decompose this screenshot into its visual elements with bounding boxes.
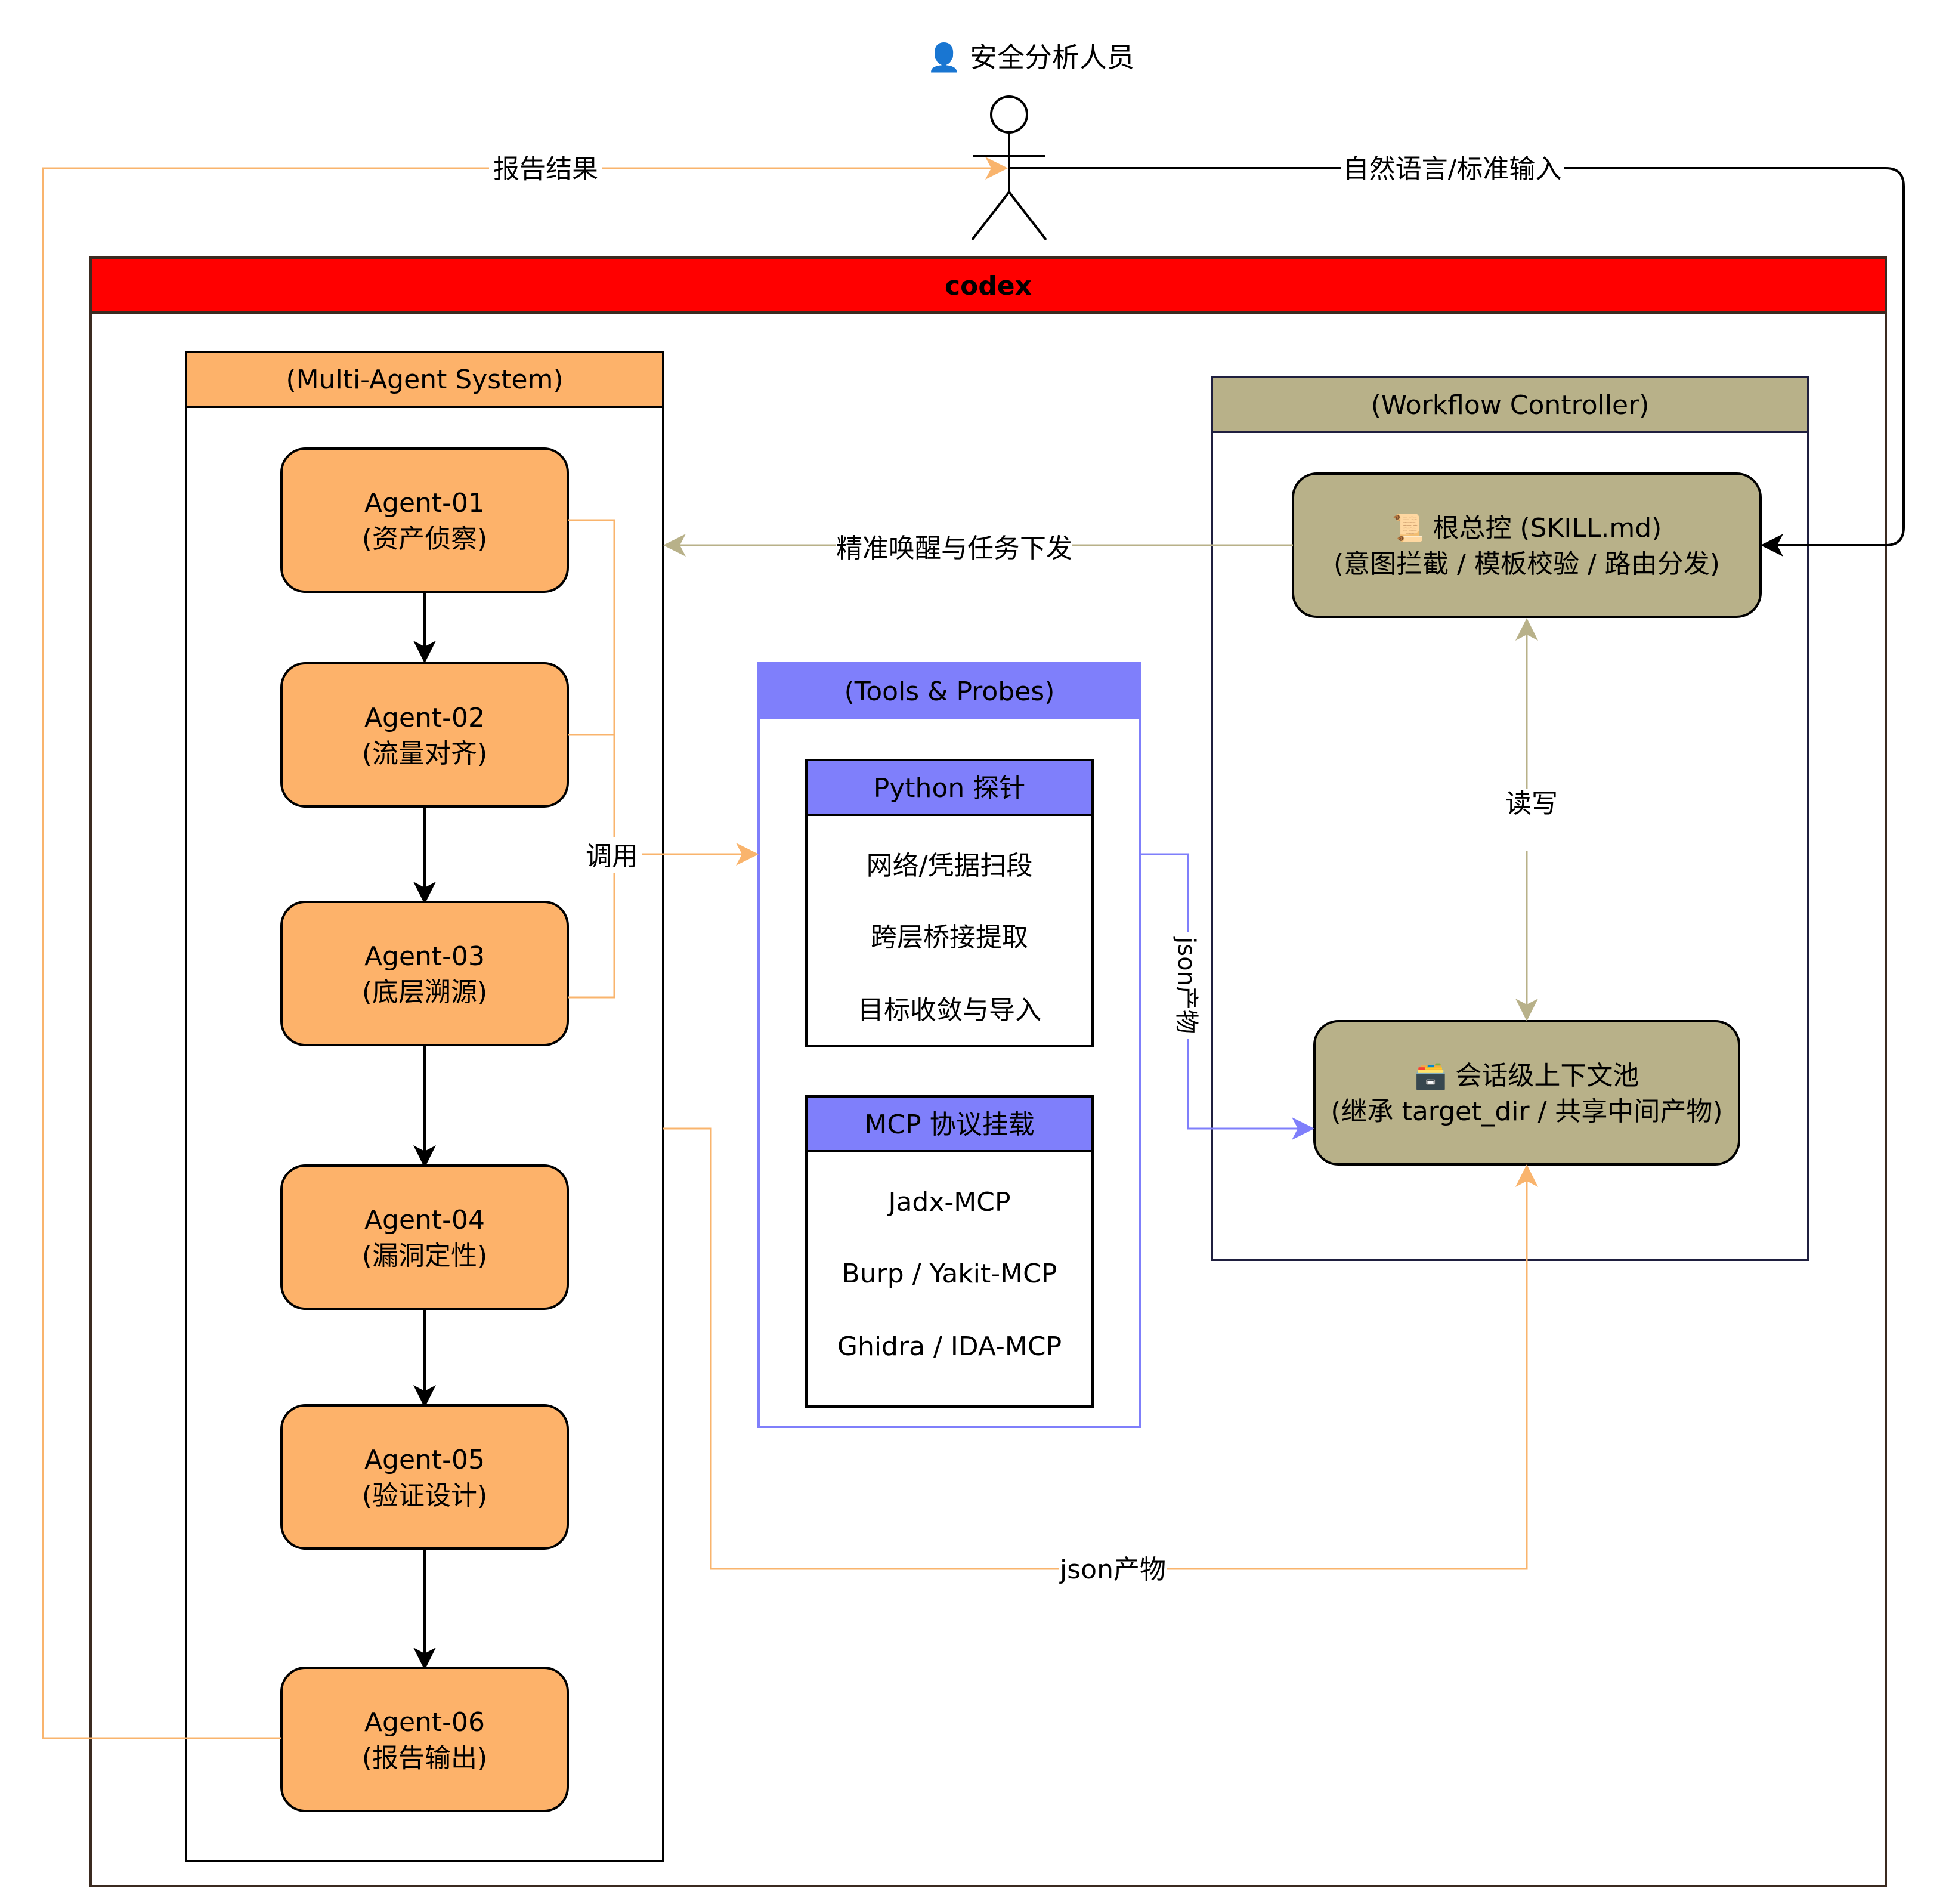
edge-natural-input-label: 自然语言/标准输入 bbox=[1343, 154, 1562, 184]
root-controller-line1: 📜 根总控 (SKILL.md) bbox=[1392, 513, 1662, 543]
workflow-title: (Workflow Controller) bbox=[1371, 390, 1650, 421]
edge-report-result: 报告结果 bbox=[42, 150, 1008, 1739]
edge-wake-dispatch: 精准唤醒与任务下发 bbox=[663, 530, 1293, 565]
agent-02-role: (流量对齐) bbox=[362, 738, 487, 769]
edge-invoke-label: 调用 bbox=[586, 841, 638, 871]
edge-wake-dispatch-label: 精准唤醒与任务下发 bbox=[836, 533, 1072, 564]
actor-left-leg bbox=[971, 191, 1010, 241]
agent-04-name: Agent-04 bbox=[364, 1205, 485, 1235]
actor-security-analyst[interactable]: 👤 安全分析人员 bbox=[927, 41, 1134, 241]
python-probe-item-1: 网络/凭据扫段 bbox=[867, 851, 1033, 881]
agent-03-name: Agent-03 bbox=[364, 941, 485, 972]
edge-natural-input: 自然语言/标准输入 bbox=[1009, 150, 1905, 557]
edge-json-output-agents: json产物 bbox=[663, 1127, 1538, 1588]
codex-title: codex bbox=[945, 271, 1032, 301]
edge-json-output-tools-label: json产物 bbox=[1173, 936, 1200, 1034]
workflow-header bbox=[1211, 376, 1809, 433]
agent-02-name: Agent-02 bbox=[364, 703, 485, 733]
mcp-item-1: Jadx-MCP bbox=[886, 1187, 1010, 1217]
root-controller-node[interactable]: 📜 根总控 (SKILL.md) (意图拦截 / 模板校验 / 路由分发) bbox=[1292, 472, 1762, 618]
actor-label: 👤 安全分析人员 bbox=[927, 41, 1134, 73]
actor-right-leg bbox=[1008, 191, 1047, 241]
agent-03[interactable]: Agent-03 (底层溯源) bbox=[280, 901, 569, 1046]
python-probe-title: Python 探针 bbox=[874, 773, 1026, 803]
agent-04-role: (漏洞定性) bbox=[362, 1241, 487, 1271]
edge-report-result-label: 报告结果 bbox=[493, 154, 598, 184]
agent-01-role: (资产侦察) bbox=[362, 524, 487, 554]
mcp-item-3: Ghidra / IDA-MCP bbox=[837, 1331, 1062, 1362]
session-context-line1: 🗃️ 会话级上下文池 bbox=[1415, 1061, 1639, 1091]
agent-05[interactable]: Agent-05 (验证设计) bbox=[280, 1404, 569, 1550]
codex-header bbox=[89, 256, 1887, 314]
actor-head bbox=[990, 95, 1028, 134]
agent-05-name: Agent-05 bbox=[364, 1445, 485, 1475]
session-context-line2: (继承 target_dir / 共享中间产物) bbox=[1331, 1096, 1722, 1127]
root-controller-line2: (意图拦截 / 模板校验 / 路由分发) bbox=[1334, 549, 1720, 579]
edge-json-output-tools: json产物 bbox=[1140, 853, 1314, 1140]
edge-json-output-agents-label: json产物 bbox=[1059, 1554, 1166, 1585]
mcp-mount-title: MCP 协议挂载 bbox=[864, 1109, 1034, 1140]
agent-06-name: Agent-06 bbox=[364, 1707, 485, 1738]
tools-title: (Tools & Probes) bbox=[844, 676, 1055, 707]
session-context-node[interactable]: 🗃️ 会话级上下文池 (继承 target_dir / 共享中间产物) bbox=[1313, 1020, 1740, 1166]
edge-read-write: 读写 bbox=[1505, 618, 1558, 1021]
agent-06-role: (报告输出) bbox=[362, 1743, 487, 1773]
mcp-mount-box[interactable]: MCP 协议挂载 Jadx-MCP Burp / Yakit-MCP Ghidr… bbox=[805, 1095, 1094, 1408]
agent-04[interactable]: Agent-04 (漏洞定性) bbox=[280, 1164, 569, 1310]
agent-01[interactable]: Agent-01 (资产侦察) bbox=[280, 447, 569, 593]
python-probe-box[interactable]: Python 探针 网络/凭据扫段 跨层桥接提取 目标收敛与导入 bbox=[805, 759, 1094, 1047]
python-probe-item-2: 跨层桥接提取 bbox=[871, 922, 1028, 953]
mas-title: (Multi-Agent System) bbox=[286, 364, 563, 395]
agent-06[interactable]: Agent-06 (报告输出) bbox=[280, 1667, 569, 1812]
agent-03-role: (底层溯源) bbox=[362, 977, 487, 1007]
agent-05-role: (验证设计) bbox=[362, 1480, 487, 1511]
agent-01-name: Agent-01 bbox=[364, 488, 485, 518]
edge-read-write-label: 读写 bbox=[1505, 789, 1558, 819]
tools-header bbox=[757, 662, 1141, 719]
agent-02[interactable]: Agent-02 (流量对齐) bbox=[280, 662, 569, 808]
mcp-item-2: Burp / Yakit-MCP bbox=[842, 1259, 1057, 1289]
edge-invoke: 调用 bbox=[568, 519, 759, 999]
mas-header bbox=[185, 351, 664, 408]
python-probe-item-3: 目标收敛与导入 bbox=[858, 995, 1041, 1025]
